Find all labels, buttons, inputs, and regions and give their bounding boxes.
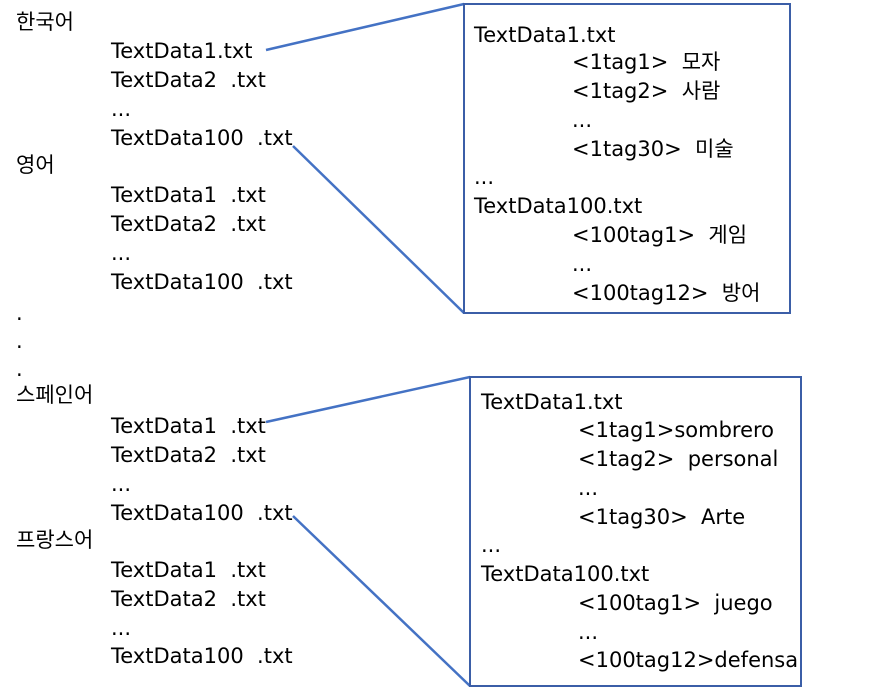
- english-file-2: TextData2 .txt: [111, 212, 266, 236]
- french-file-2: TextData2 .txt: [111, 587, 266, 611]
- dot: .: [16, 301, 23, 325]
- spanish-box-tag: <1tag1>sombrero: [578, 418, 775, 442]
- spanish-box-tag: ...: [578, 620, 599, 644]
- spanish-box-ellipsis: ...: [481, 533, 502, 557]
- spanish-box-tag: <1tag2> personal: [578, 447, 779, 471]
- korean-box-tag: ...: [572, 252, 593, 276]
- spanish-file-1: TextData1 .txt: [111, 414, 266, 438]
- korean-box-file1: TextData1.txt: [474, 23, 616, 47]
- spanish-file-2: TextData2 .txt: [111, 443, 266, 467]
- korean-file-1: TextData1.txt: [111, 39, 253, 63]
- french-heading: 프랑스어: [16, 528, 94, 552]
- spanish-box-file1: TextData1.txt: [481, 390, 623, 414]
- spanish-box-file100: TextData100.txt: [481, 562, 650, 586]
- korean-detail-box: [463, 3, 791, 314]
- korean-file-2: TextData2 .txt: [111, 68, 266, 92]
- dot: .: [16, 329, 23, 353]
- connector-korean-bottom: [292, 145, 465, 314]
- connector-korean-top: [265, 2, 465, 52]
- korean-file-100: TextData100 .txt: [111, 126, 293, 150]
- korean-box-ellipsis: ...: [474, 165, 495, 189]
- english-file-1: TextData1 .txt: [111, 183, 266, 207]
- spanish-detail-box: [469, 376, 802, 687]
- korean-box-file100: TextData100.txt: [474, 194, 643, 218]
- connector-spanish-bottom: [292, 515, 471, 687]
- spanish-box-tag: <100tag1> juego: [578, 591, 773, 615]
- dot: .: [16, 357, 23, 381]
- korean-box-tag: <1tag2> 사람: [572, 79, 721, 103]
- french-ellipsis: ...: [111, 616, 132, 640]
- english-file-100: TextData100 .txt: [111, 270, 293, 294]
- korean-box-tag: ...: [572, 108, 593, 132]
- spanish-box-tag: ...: [578, 476, 599, 500]
- korean-box-tag: <1tag30> 미술: [572, 137, 734, 161]
- korean-box-tag: <1tag1> 모자: [572, 50, 721, 74]
- korean-box-tag: <100tag1> 게임: [572, 223, 748, 247]
- english-ellipsis: ...: [111, 241, 132, 265]
- english-heading: 영어: [16, 153, 55, 177]
- spanish-ellipsis: ...: [111, 472, 132, 496]
- korean-heading: 한국어: [16, 10, 74, 34]
- spanish-box-tag: <1tag30> Arte: [578, 505, 746, 529]
- korean-ellipsis: ...: [111, 97, 132, 121]
- korean-box-tag: <100tag12> 방어: [572, 281, 761, 305]
- connector-spanish-top: [265, 375, 471, 424]
- spanish-heading: 스페인어: [16, 383, 94, 407]
- spanish-file-100: TextData100 .txt: [111, 501, 293, 525]
- spanish-box-tag: <100tag12>defensa: [578, 648, 799, 672]
- french-file-1: TextData1 .txt: [111, 558, 266, 582]
- french-file-100: TextData100 .txt: [111, 644, 293, 668]
